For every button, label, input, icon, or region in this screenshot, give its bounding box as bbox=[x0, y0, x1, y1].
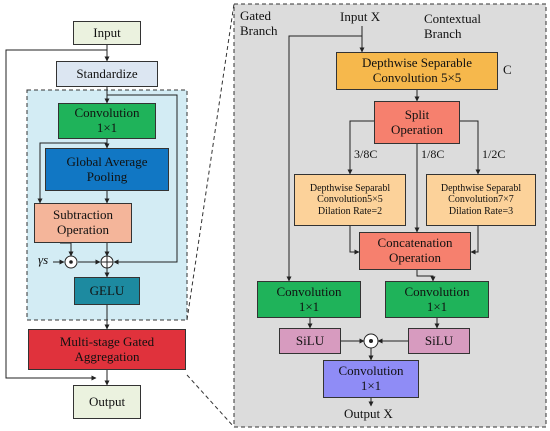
conv-1x1-gated-box: Convolution 1×1 bbox=[257, 281, 361, 318]
multiply-operator-left bbox=[64, 255, 78, 269]
gated-branch-line bbox=[286, 35, 362, 282]
conv-1x1-output-box: Convolution 1×1 bbox=[323, 360, 419, 398]
add-operator-left bbox=[100, 255, 114, 269]
output-box: Output bbox=[73, 385, 141, 419]
skip-conv-to-subtraction bbox=[37, 142, 107, 204]
concatenation-operation-box: Concatenation Operation bbox=[359, 232, 471, 270]
subtraction-to-multiply bbox=[60, 242, 74, 257]
ratio-1-8c-label: 1/8C bbox=[421, 147, 445, 161]
concat-to-conv-right bbox=[416, 270, 436, 282]
subtraction-operation-box: Subtraction Operation bbox=[34, 203, 132, 243]
dw-right-to-concat bbox=[470, 226, 479, 255]
dw-left-to-concat bbox=[349, 226, 360, 255]
input-box: Input bbox=[73, 21, 141, 45]
conv-1x1-box-left: Convolution 1×1 bbox=[58, 103, 156, 139]
zoom-line-bottom bbox=[186, 374, 235, 428]
standardize-box: Standardize bbox=[56, 61, 158, 87]
split-operation-box: Split Operation bbox=[374, 101, 460, 144]
input-x-label: Input X bbox=[340, 9, 381, 24]
depthwise-separable-conv-5x5-box: Depthwise Separable Convolution 5×5 bbox=[336, 52, 498, 90]
multiply-operator-right bbox=[363, 333, 379, 349]
conv-1x1-contextual-box: Convolution 1×1 bbox=[385, 281, 489, 318]
silu-left-box: SiLU bbox=[279, 328, 341, 354]
ratio-1-2c-label: 1/2C bbox=[482, 147, 506, 161]
skip-standardize-to-add bbox=[107, 94, 178, 265]
multi-stage-gated-aggregation-box: Multi-stage Gated Aggregation bbox=[28, 329, 186, 370]
gelu-box: GELU bbox=[74, 277, 140, 305]
output-x-label: Output X bbox=[344, 406, 393, 421]
silu-right-box: SiLU bbox=[408, 328, 470, 354]
global-average-pooling-box: Global Average Pooling bbox=[45, 148, 169, 191]
gated-branch-label: Gated Branch bbox=[240, 8, 278, 38]
zoom-line-top bbox=[186, 3, 235, 321]
dw-conv-5x5-dilation-2-box: Depthwise Separabl Convolution5×5 Dilati… bbox=[294, 174, 406, 226]
skip-input-to-output bbox=[5, 49, 107, 381]
contextual-branch-label: Contextual Branch bbox=[424, 11, 482, 41]
dw-conv-7x7-dilation-3-box: Depthwise Separabl Convolution7×7 Dilati… bbox=[426, 174, 536, 226]
channel-c-label: C bbox=[503, 62, 512, 77]
gamma-s-label: γs bbox=[38, 252, 49, 267]
ratio-3-8c-label: 3/8C bbox=[354, 147, 378, 161]
